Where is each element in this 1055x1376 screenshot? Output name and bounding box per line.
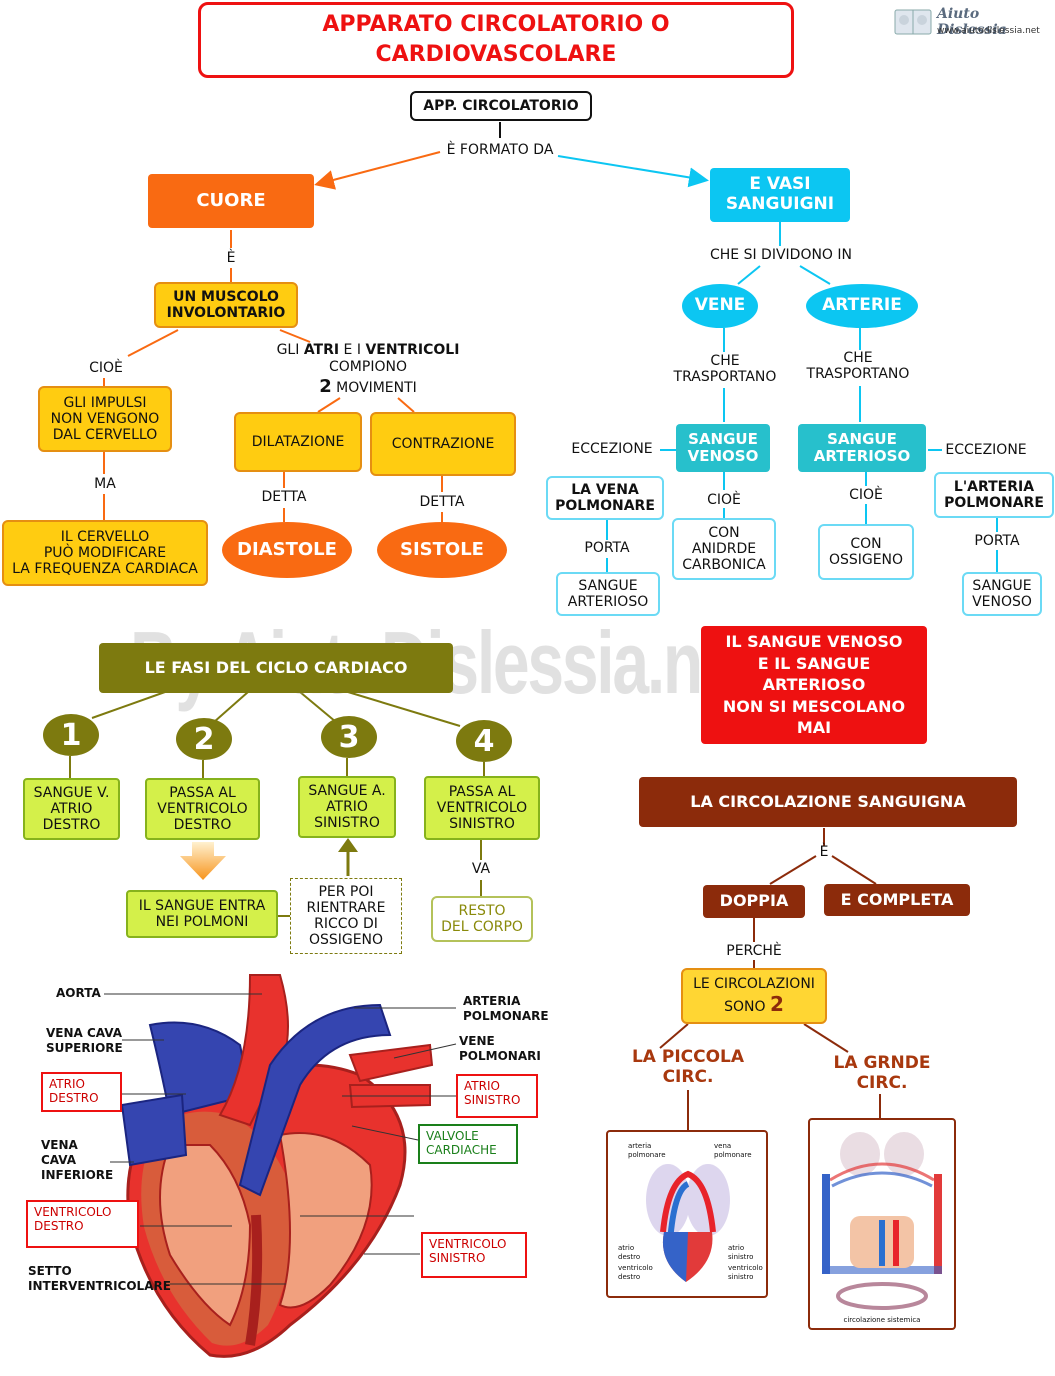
sangue-venoso-node: SANGUE VENOSO xyxy=(676,424,770,472)
detta-1: DETTA xyxy=(261,489,307,505)
dilatazione-node: DILATAZIONE xyxy=(234,412,362,472)
systemic-circulation-image: circolazione sistemica xyxy=(808,1118,956,1330)
sono-num: 2 xyxy=(769,991,784,1016)
doppia-node: DOPPIA xyxy=(703,885,805,918)
root-node: APP. CIRCOLATORIO xyxy=(410,91,592,121)
atri-pre: GLI xyxy=(276,342,304,358)
vasi-node: E VASI SANGUIGNI xyxy=(710,168,850,222)
heart-label-vene-polmonari: VENE POLMONARI xyxy=(459,1034,541,1063)
cervello-node: IL CERVELLO PUÒ MODIFICARE LA FREQUENZA … xyxy=(2,520,208,586)
sangue-venoso-box: SANGUE VENOSO xyxy=(962,572,1042,616)
phase-step-1: SANGUE V. ATRIO DESTRO xyxy=(23,778,120,840)
link-si-dividono: CHE SI DIVIDONO IN xyxy=(709,247,853,263)
detta-2: DETTA xyxy=(419,494,465,510)
cuore-node: CUORE xyxy=(148,174,314,228)
cioe-2: CIOÈ xyxy=(849,487,883,503)
heart-label-setto: SETTO INTERVENTRICOLARE xyxy=(28,1264,171,1293)
phase-number-3: 3 xyxy=(321,716,377,758)
atri-line2: COMPIONO xyxy=(329,358,407,375)
phases-title: LE FASI DEL CICLO CARDIACO xyxy=(99,643,453,693)
phase-number-1: 1 xyxy=(43,714,99,756)
vena-polmonare-node: LA VENA POLMONARE xyxy=(546,476,664,520)
circulation-title: LA CIRCOLAZIONE SANGUIGNA xyxy=(639,777,1017,827)
book-icon xyxy=(894,9,932,35)
atri-num: 2 xyxy=(319,375,332,397)
diastole-node: DIASTOLE xyxy=(222,522,352,578)
eccezione-1: ECCEZIONE xyxy=(571,441,653,457)
small-label-1: vena polmonare xyxy=(714,1142,752,1159)
heart-image xyxy=(100,965,460,1365)
rientrare-node: PER POI RIENTRARE RICCO DI OSSIGENO xyxy=(290,878,402,954)
phase-step-3: SANGUE A. ATRIO SINISTRO xyxy=(298,776,396,838)
eccezione-2: ECCEZIONE xyxy=(945,442,1027,458)
small-label-4: atrio sinistro xyxy=(728,1244,754,1261)
page-title: APPARATO CIRCOLATORIO O CARDIOVASCOLARE xyxy=(198,2,794,78)
polmoni-node: IL SANGUE ENTRA NEI POLMONI xyxy=(126,890,278,938)
arteria-polmonare-node: L'ARTERIA POLMONARE xyxy=(934,472,1054,518)
small-label-2: atrio destro xyxy=(618,1244,641,1261)
porta-1: PORTA xyxy=(584,540,630,556)
atri-text: GLI ATRI E I VENTRICOLI COMPIONO 2 MOVIM… xyxy=(258,342,478,397)
anidride-node: CON ANIDRDE CARBONICA xyxy=(672,518,776,580)
sono-line2: SONO xyxy=(724,998,766,1015)
heart-label-aorta: AORTA xyxy=(56,986,101,1000)
completa-node: E COMPLETA xyxy=(824,884,970,916)
small-label-3: ventricolo destro xyxy=(618,1264,653,1281)
impulsi-node: GLI IMPULSI NON VENGONO DAL CERVELLO xyxy=(38,386,172,452)
arterie-node: ARTERIE xyxy=(806,284,918,328)
logo-brand: Aiuto Dislessia xyxy=(937,6,1007,38)
phase-number-2: 2 xyxy=(176,718,232,760)
pulmonary-circulation-image: arteria polmonare vena polmonare atrio d… xyxy=(606,1130,768,1298)
heart-label-vena-cava-sup: VENA CAVA SUPERIORE xyxy=(46,1026,123,1055)
muscolo-node: UN MUSCOLO INVOLONTARIO xyxy=(154,282,298,328)
link-perche: PERCHÈ xyxy=(726,943,782,959)
link-e-2: È xyxy=(819,844,829,860)
phase-number-4: 4 xyxy=(456,720,512,762)
link-trasporta-2: CHE TRASPORTANO xyxy=(806,350,910,383)
heart-tag-ventricolo-destro: VENTRICOLO DESTRO xyxy=(26,1200,139,1248)
atri-bold: ATRI xyxy=(303,342,340,358)
sangue-arterioso-box: SANGUE ARTERIOSO xyxy=(556,572,660,616)
atri-mid: E I xyxy=(339,342,366,358)
grande-label: LA GRNDE CIRC. xyxy=(833,1053,931,1093)
non-mescolano-note: IL SANGUE VENOSO E IL SANGUE ARTERIOSO N… xyxy=(701,626,927,744)
phase-step-2: PASSA AL VENTRICOLO DESTRO xyxy=(145,778,260,840)
sono-node: LE CIRCOLAZIONI SONO 2 xyxy=(681,968,827,1024)
heart-label-vena-cava-inf: VENA CAVA INFERIORE xyxy=(41,1138,114,1182)
link-va: VA xyxy=(471,861,491,877)
link-formato: È FORMATO DA xyxy=(446,142,554,158)
small-label-5: ventricolo sinistro xyxy=(728,1264,763,1281)
atri-line3: MOVIMENTI xyxy=(336,379,417,396)
heart-tag-atrio-sinistro: ATRIO SINISTRO xyxy=(456,1074,538,1118)
small-label-0: arteria polmonare xyxy=(628,1142,666,1159)
sangue-arterioso-node: SANGUE ARTERIOSO xyxy=(798,424,926,472)
link-trasporta-1: CHE TRASPORTANO xyxy=(673,353,777,386)
logo-url: www.aiutodislessia.net xyxy=(937,26,1040,36)
piccola-label: LA PICCOLA CIRC. xyxy=(631,1047,745,1087)
ossigeno-node: CON OSSIGENO xyxy=(818,524,914,580)
porta-2: PORTA xyxy=(974,533,1020,549)
heart-tag-ventricolo-sinistro: VENTRICOLO SINISTRO xyxy=(421,1232,527,1278)
vene-node: VENE xyxy=(682,284,758,328)
cioe-1: CIOÈ xyxy=(707,492,741,508)
heart-label-arteria-polmonare: ARTERIA POLMONARE xyxy=(463,994,549,1023)
logo: Aiuto Dislessia www.aiutodislessia.net xyxy=(893,4,1048,40)
heart-tag-atrio-destro: ATRIO DESTRO xyxy=(41,1072,122,1112)
contrazione-node: CONTRAZIONE xyxy=(370,412,516,476)
big-caption: circolazione sistemica xyxy=(843,1316,921,1324)
phase-step-4: PASSA AL VENTRICOLO SINISTRO xyxy=(424,776,540,840)
ventricoli-bold: VENTRICOLI xyxy=(365,342,460,358)
sistole-node: SISTOLE xyxy=(377,522,507,578)
link-cioe: CIOÈ xyxy=(89,360,123,376)
link-ma: MA xyxy=(94,476,116,492)
link-e: È xyxy=(226,250,236,266)
resto-node: RESTO DEL CORPO xyxy=(431,896,533,942)
heart-tag-valvole: VALVOLE CARDIACHE xyxy=(418,1124,518,1164)
sono-line1: LE CIRCOLAZIONI xyxy=(693,976,815,993)
